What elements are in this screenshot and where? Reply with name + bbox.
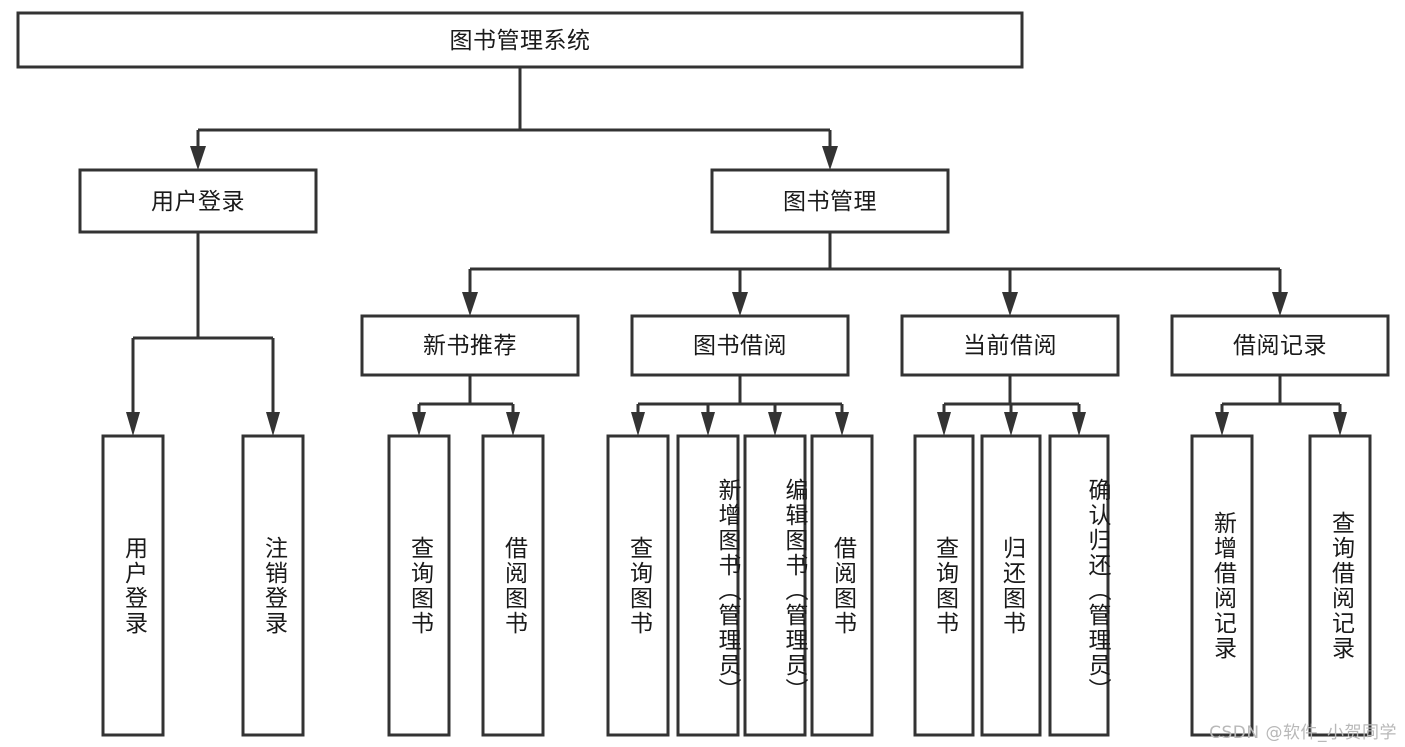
arrowhead-leaf-query-book-3: [937, 412, 951, 436]
node-box-leaf-confirm-return[interactable]: [1048, 434, 1110, 737]
node-label-borrow-record: 借阅记录: [1233, 333, 1327, 359]
arrowhead-userlogin: [190, 146, 206, 170]
node-label-book-borrow: 图书借阅: [693, 333, 787, 359]
arrowhead-leaf-user-login: [126, 412, 140, 436]
arrowhead-leaf-edit-book: [768, 412, 782, 436]
node-box-leaf-edit-book[interactable]: [743, 434, 807, 737]
node-box-new-book-recommend[interactable]: [360, 314, 580, 377]
node-layer: 图书管理系统 用户登录 图书管理 新书推荐 图书借阅 当前借阅 借阅记录: [16, 11, 1390, 737]
node-box-leaf-return-book[interactable]: [980, 434, 1042, 737]
node-label-user-login: 用户登录: [151, 189, 245, 215]
arrowhead-book-borrow: [732, 292, 748, 316]
node-box-leaf-user-login[interactable]: [101, 434, 165, 737]
node-box-leaf-borrow-book-1[interactable]: [481, 434, 545, 737]
node-label-root: 图书管理系统: [450, 28, 591, 54]
node-box-leaf-user-logout[interactable]: [241, 434, 305, 737]
arrowhead-leaf-add-record: [1215, 412, 1229, 436]
node-label-current-borrow: 当前借阅: [963, 333, 1057, 359]
node-label-book-manage: 图书管理: [783, 189, 877, 215]
arrowhead-leaf-borrow-book-1: [506, 412, 520, 436]
connector-layer: [126, 67, 1347, 436]
watermark-text: CSDN @软件_小贺同学: [1209, 723, 1397, 743]
node-box-leaf-query-book-3[interactable]: [913, 434, 975, 737]
node-box-leaf-add-record[interactable]: [1190, 434, 1254, 737]
node-box-leaf-query-book-1[interactable]: [387, 434, 451, 737]
node-box-user-login[interactable]: [78, 168, 318, 234]
arrowhead-leaf-user-logout: [266, 412, 280, 436]
arrowhead-leaf-query-record: [1333, 412, 1347, 436]
arrowhead-leaf-return-book: [1004, 412, 1018, 436]
node-box-book-borrow[interactable]: [630, 314, 850, 377]
arrowhead-new-book-recommend: [462, 292, 478, 316]
arrowhead-leaf-query-book-1: [412, 412, 426, 436]
node-box-leaf-query-record[interactable]: [1308, 434, 1372, 737]
node-box-root[interactable]: [16, 11, 1024, 69]
node-label-new-book-recommend: 新书推荐: [423, 333, 517, 359]
node-box-borrow-record[interactable]: [1170, 314, 1390, 377]
arrowhead-leaf-query-book-2: [631, 412, 645, 436]
arrowhead-borrow-record: [1272, 292, 1288, 316]
node-box-current-borrow[interactable]: [900, 314, 1120, 377]
node-box-book-manage[interactable]: [710, 168, 950, 234]
arrowhead-leaf-confirm-return: [1072, 412, 1086, 436]
arrowhead-bookmanage: [822, 146, 838, 170]
node-box-leaf-query-book-2[interactable]: [606, 434, 670, 737]
node-box-leaf-add-book[interactable]: [676, 434, 740, 737]
arrowhead-leaf-borrow-book-2: [835, 412, 849, 436]
arrowhead-leaf-add-book: [701, 412, 715, 436]
arrowhead-current-borrow: [1002, 292, 1018, 316]
node-box-leaf-borrow-book-2[interactable]: [810, 434, 874, 737]
